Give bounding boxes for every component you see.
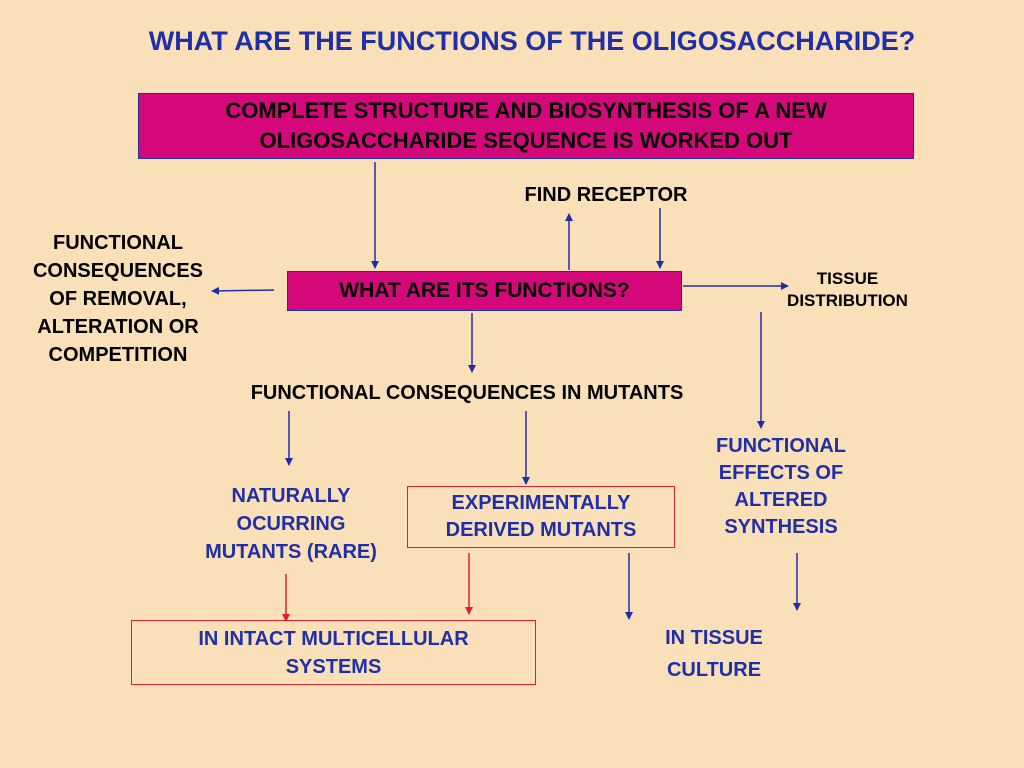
experimental-line-1: EXPERIMENTALLY [451, 492, 631, 514]
effects-line-3: ALTERED [734, 489, 828, 511]
naturally-occurring-label: NATURALLY OCURRING MUTANTS (RARE) [175, 482, 407, 566]
mutants-heading: FUNCTIONAL CONSEQUENCES IN MUTANTS [250, 382, 684, 404]
effects-line-4: SYNTHESIS [724, 516, 838, 538]
experimental-mutants-box: EXPERIMENTALLY DERIVED MUTANTS [407, 486, 675, 548]
removal-line-3: OF REMOVAL, [49, 288, 187, 310]
removal-consequences-label: FUNCTIONAL CONSEQUENCES OF REMOVAL, ALTE… [4, 229, 232, 369]
tissue-line-1: TISSUE [816, 269, 879, 288]
removal-line-1: FUNCTIONAL [53, 232, 183, 254]
arrow-to-removal [211, 286, 275, 295]
effects-line-1: FUNCTIONAL [716, 435, 846, 457]
intact-line-2: SYSTEMS [285, 656, 382, 678]
find-receptor-label: FIND RECEPTOR [524, 184, 688, 206]
naturally-line-1: NATURALLY [231, 485, 351, 507]
culture-line-2: CULTURE [666, 659, 762, 681]
structure-line-2: OLIGOSACCHARIDE SEQUENCE IS WORKED OUT [259, 128, 793, 153]
tissue-distribution-label: TISSUE DISTRIBUTION [760, 268, 935, 312]
structure-line-1: COMPLETE STRUCTURE AND BIOSYNTHESIS OF A… [225, 98, 827, 123]
culture-line-1: IN TISSUE [665, 627, 763, 649]
removal-line-2: CONSEQUENCES [32, 260, 204, 282]
intact-line-1: IN INTACT MULTICELLULAR [198, 628, 469, 650]
tissue-line-2: DISTRIBUTION [787, 291, 908, 310]
effects-line-2: EFFECTS OF [718, 462, 844, 484]
intact-systems-box: IN INTACT MULTICELLULAR SYSTEMS [131, 620, 536, 685]
removal-line-4: ALTERATION OR [37, 316, 199, 338]
functions-box: WHAT ARE ITS FUNCTIONS? [287, 271, 682, 311]
experimental-line-2: DERIVED MUTANTS [445, 519, 637, 541]
page-title: WHAT ARE THE FUNCTIONS OF THE OLIGOSACCH… [148, 26, 916, 56]
structure-box: COMPLETE STRUCTURE AND BIOSYNTHESIS OF A… [138, 93, 914, 159]
altered-synthesis-label: FUNCTIONAL EFFECTS OF ALTERED SYNTHESIS [690, 433, 872, 541]
removal-line-5: COMPETITION [48, 344, 188, 366]
naturally-line-3: MUTANTS (RARE) [205, 541, 377, 563]
tissue-culture-label: IN TISSUE CULTURE [630, 622, 798, 686]
naturally-line-2: OCURRING [236, 513, 346, 535]
